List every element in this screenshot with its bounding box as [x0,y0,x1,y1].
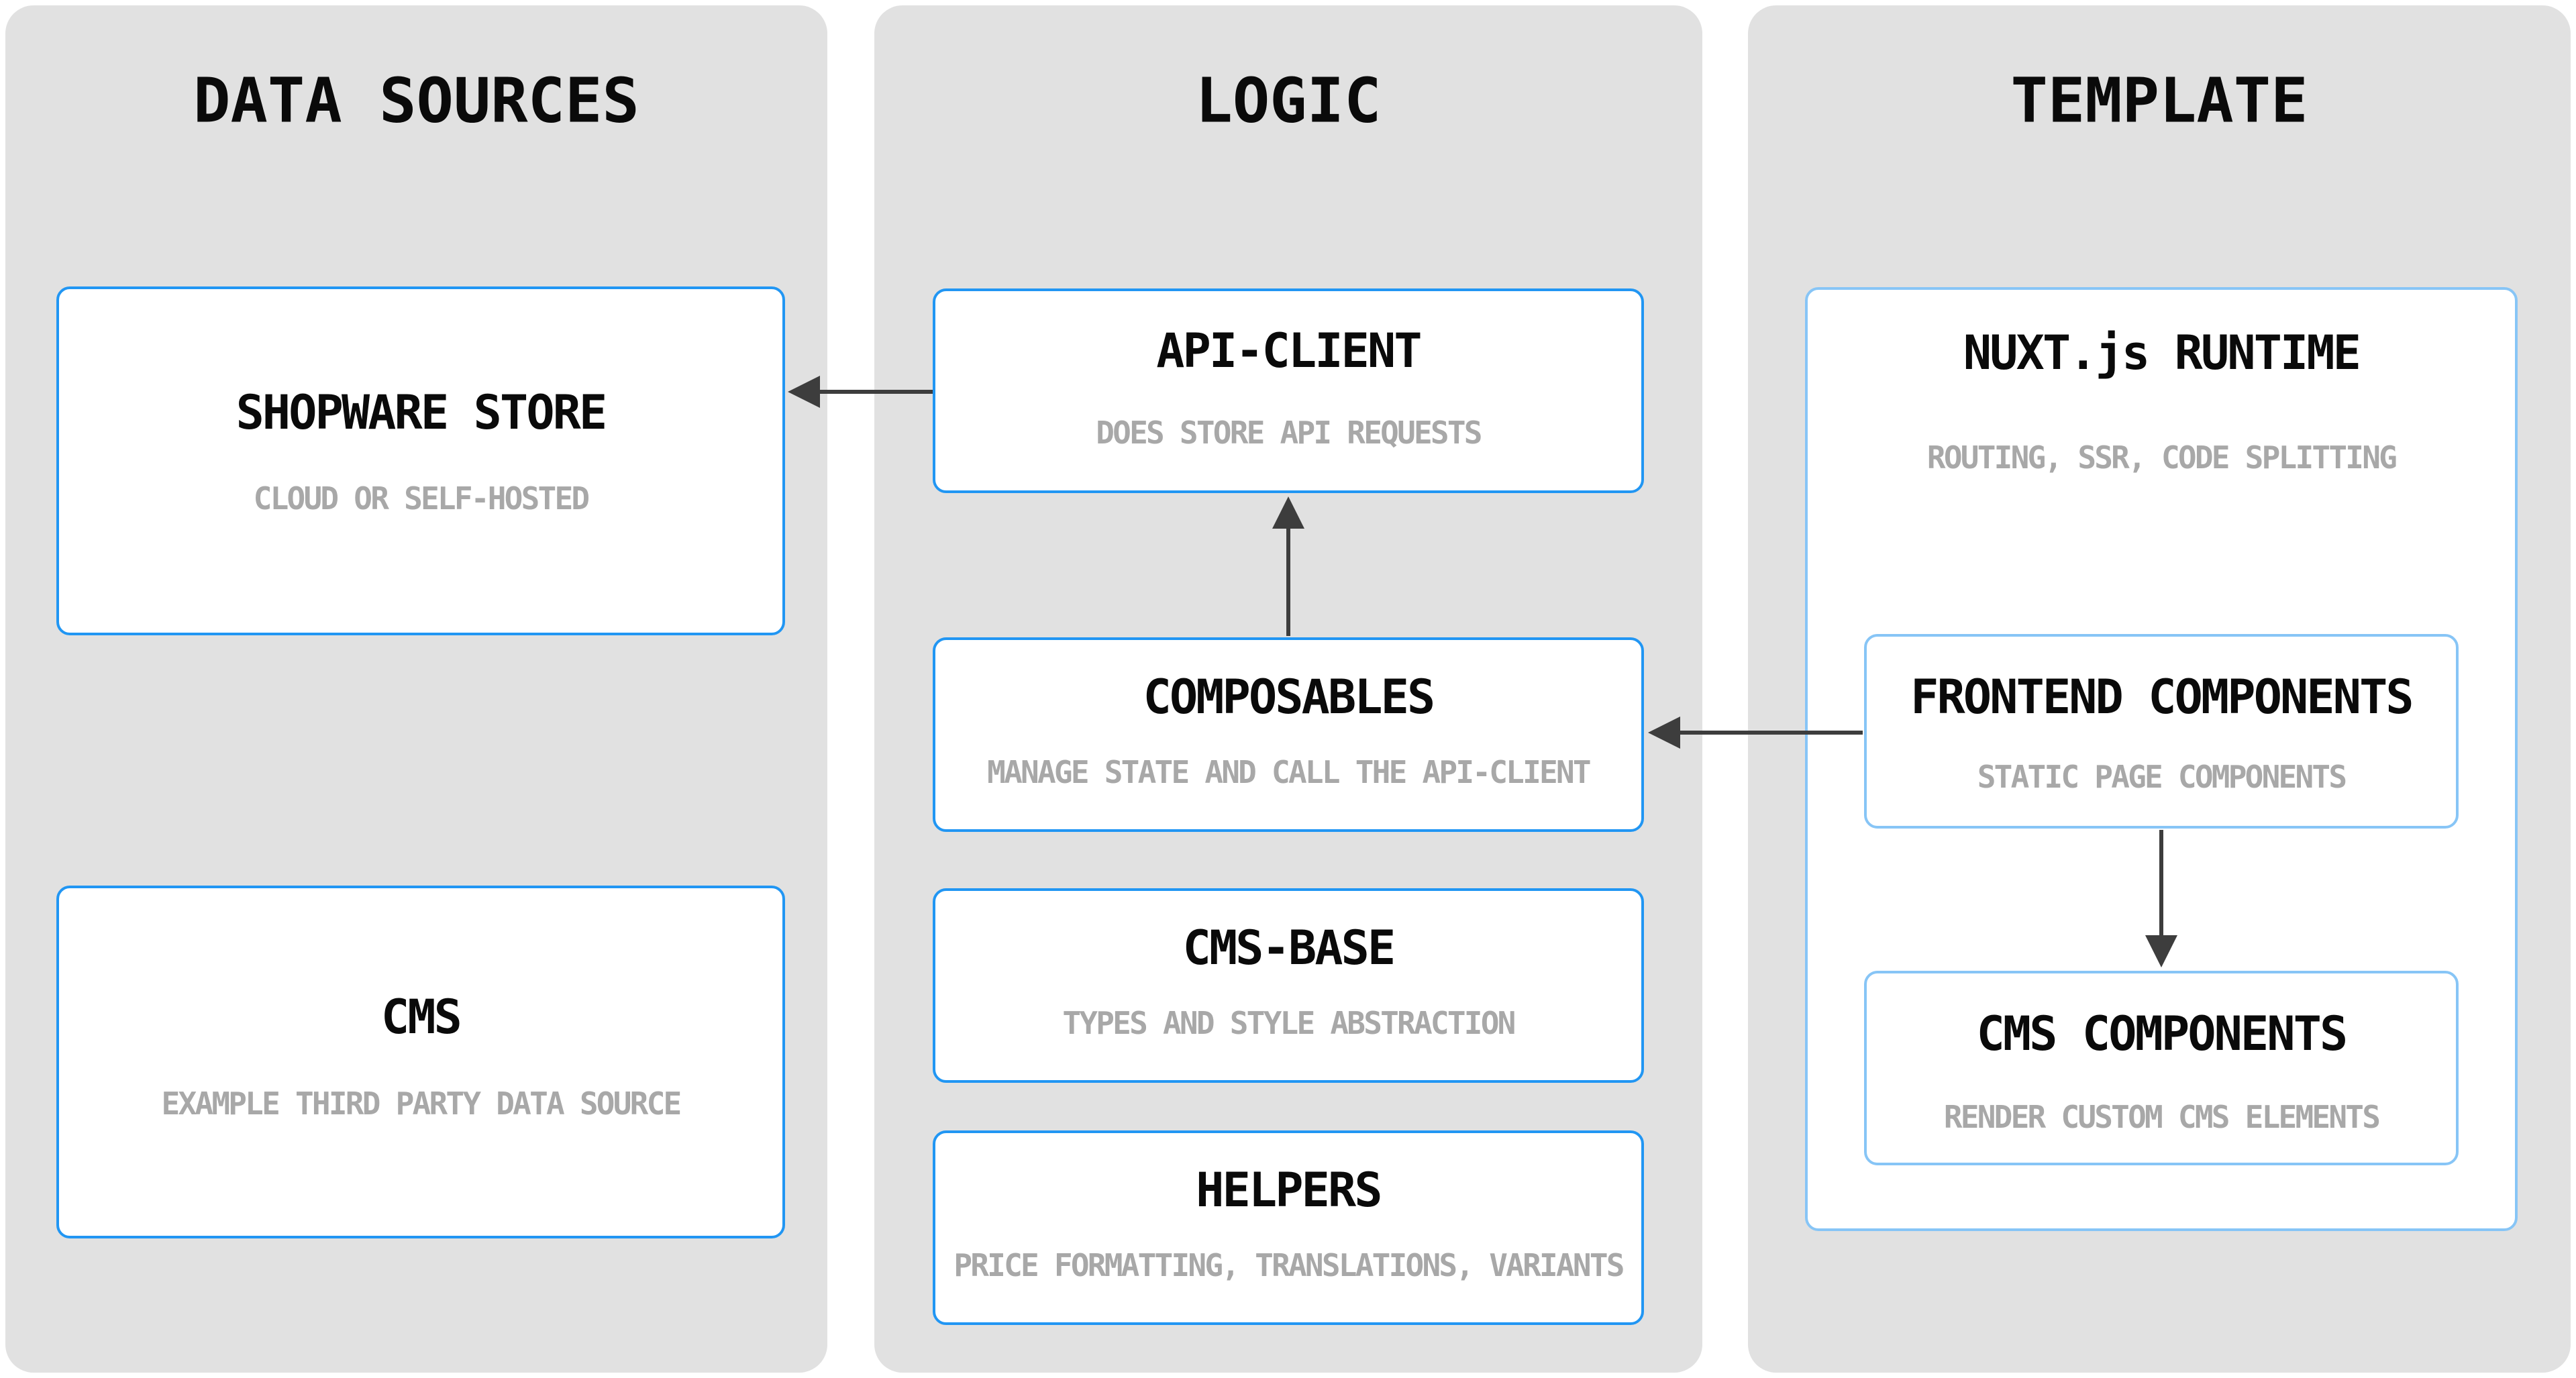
box-title: COMPOSABLES [1143,669,1436,725]
box-cms-components: CMS COMPONENTS RENDER CUSTOM CMS ELEMENT… [1864,971,2459,1165]
panel-title-logic: LOGIC [1195,64,1382,137]
box-title: HELPERS [1196,1162,1382,1218]
box-title: CMS [380,989,462,1045]
box-helpers: HELPERS PRICE FORMATTING, TRANSLATIONS, … [933,1130,1644,1325]
box-title: API-CLIENT [1156,323,1422,379]
box-subtitle: DOES STORE API REQUESTS [1096,414,1482,451]
box-title: NUXT.js RUNTIME [1963,325,2361,380]
panel-title-data-sources: DATA SOURCES [193,64,639,137]
box-api-client: API-CLIENT DOES STORE API REQUESTS [933,288,1644,493]
box-subtitle: STATIC PAGE COMPONENTS [1977,758,2347,795]
box-title: FRONTEND COMPONENTS [1910,670,2414,725]
box-subtitle: ROUTING, SSR, CODE SPLITTING [1926,439,2398,476]
box-subtitle: CLOUD OR SELF-HOSTED [253,480,590,517]
panel-title-template: TEMPLATE [2010,64,2308,137]
box-subtitle: RENDER CUSTOM CMS ELEMENTS [1943,1099,2381,1136]
box-composables: COMPOSABLES MANAGE STATE AND CALL THE AP… [933,637,1644,832]
box-subtitle: EXAMPLE THIRD PARTY DATA SOURCE [161,1085,682,1122]
box-cms-base: CMS-BASE TYPES AND STYLE ABSTRACTION [933,888,1644,1083]
box-subtitle: PRICE FORMATTING, TRANSLATIONS, VARIANTS [954,1247,1625,1284]
box-title: CMS-BASE [1182,920,1396,975]
box-shopware-store: SHOPWARE STORE CLOUD OR SELF-HOSTED [56,286,785,635]
box-cms: CMS EXAMPLE THIRD PARTY DATA SOURCE [56,886,785,1238]
box-title: CMS COMPONENTS [1976,1006,2349,1062]
box-frontend-components: FRONTEND COMPONENTS STATIC PAGE COMPONEN… [1864,634,2459,829]
box-subtitle: TYPES AND STYLE ABSTRACTION [1062,1005,1516,1042]
box-subtitle: MANAGE STATE AND CALL THE API-CLIENT [987,754,1591,791]
box-title: SHOPWARE STORE [236,385,608,441]
